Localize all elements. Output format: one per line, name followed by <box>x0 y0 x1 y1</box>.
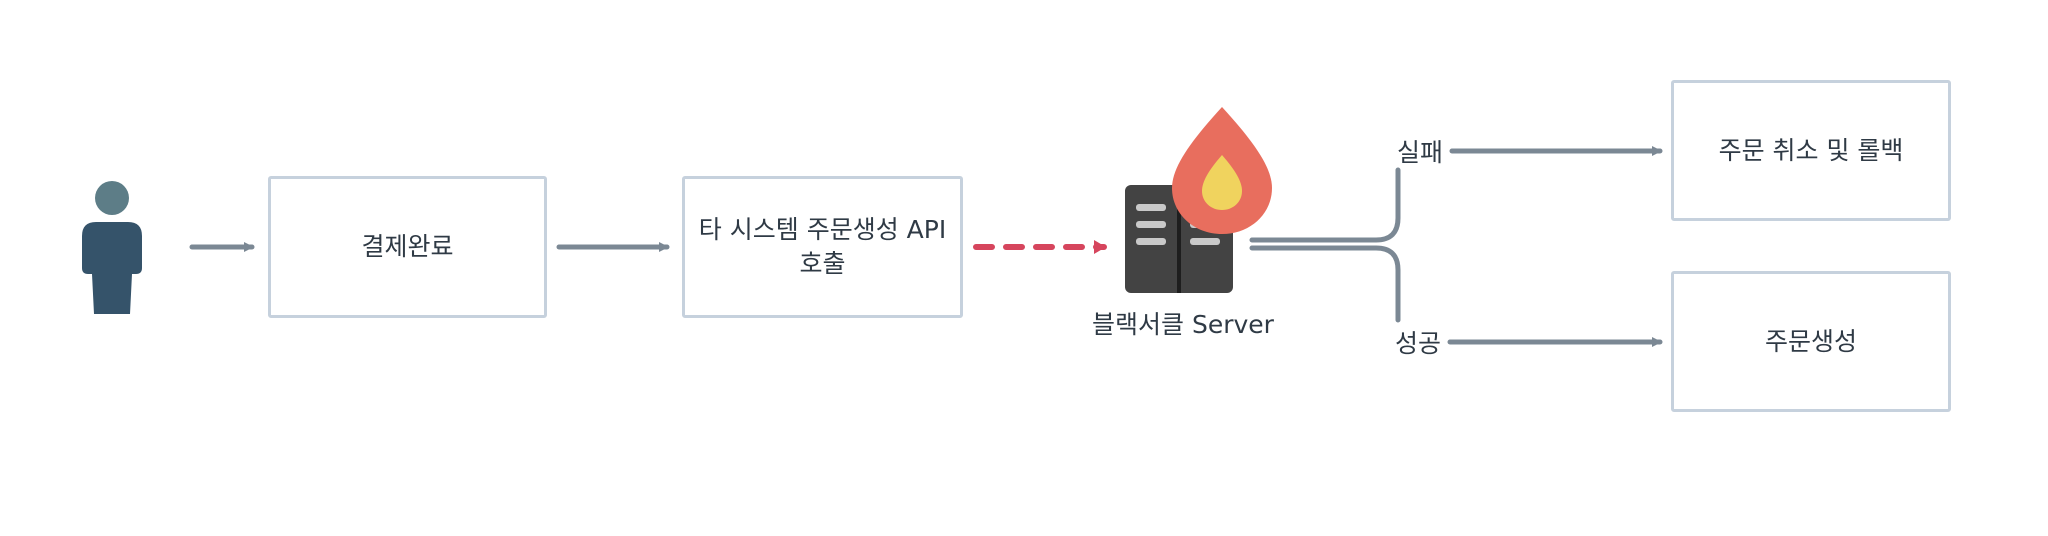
user-icon <box>82 181 142 314</box>
cancel-rollback-label: 주문 취소 및 롤백 <box>1718 135 1904 165</box>
branch-success-label: 성공 <box>1395 329 1442 358</box>
order-created-box: 주문생성 <box>1671 271 1951 412</box>
payment-complete-label: 결제완료 <box>361 232 454 261</box>
branch-fail-connector <box>1249 167 1401 243</box>
external-call-box: 타 시스템 주문생성 API 호출 <box>682 176 963 318</box>
fire-icon <box>1172 107 1272 234</box>
external-call-label: 타 시스템 주문생성 API 호출 <box>698 215 947 278</box>
server-label: 블랙서클 Server <box>1092 310 1274 339</box>
branch-success-connector <box>1249 245 1401 323</box>
payment-complete-box: 결제완료 <box>268 176 547 318</box>
order-created-label: 주문생성 <box>1764 326 1857 356</box>
cancel-rollback-box: 주문 취소 및 롤백 <box>1671 80 1951 221</box>
branch-fail-label: 실패 <box>1397 138 1444 167</box>
